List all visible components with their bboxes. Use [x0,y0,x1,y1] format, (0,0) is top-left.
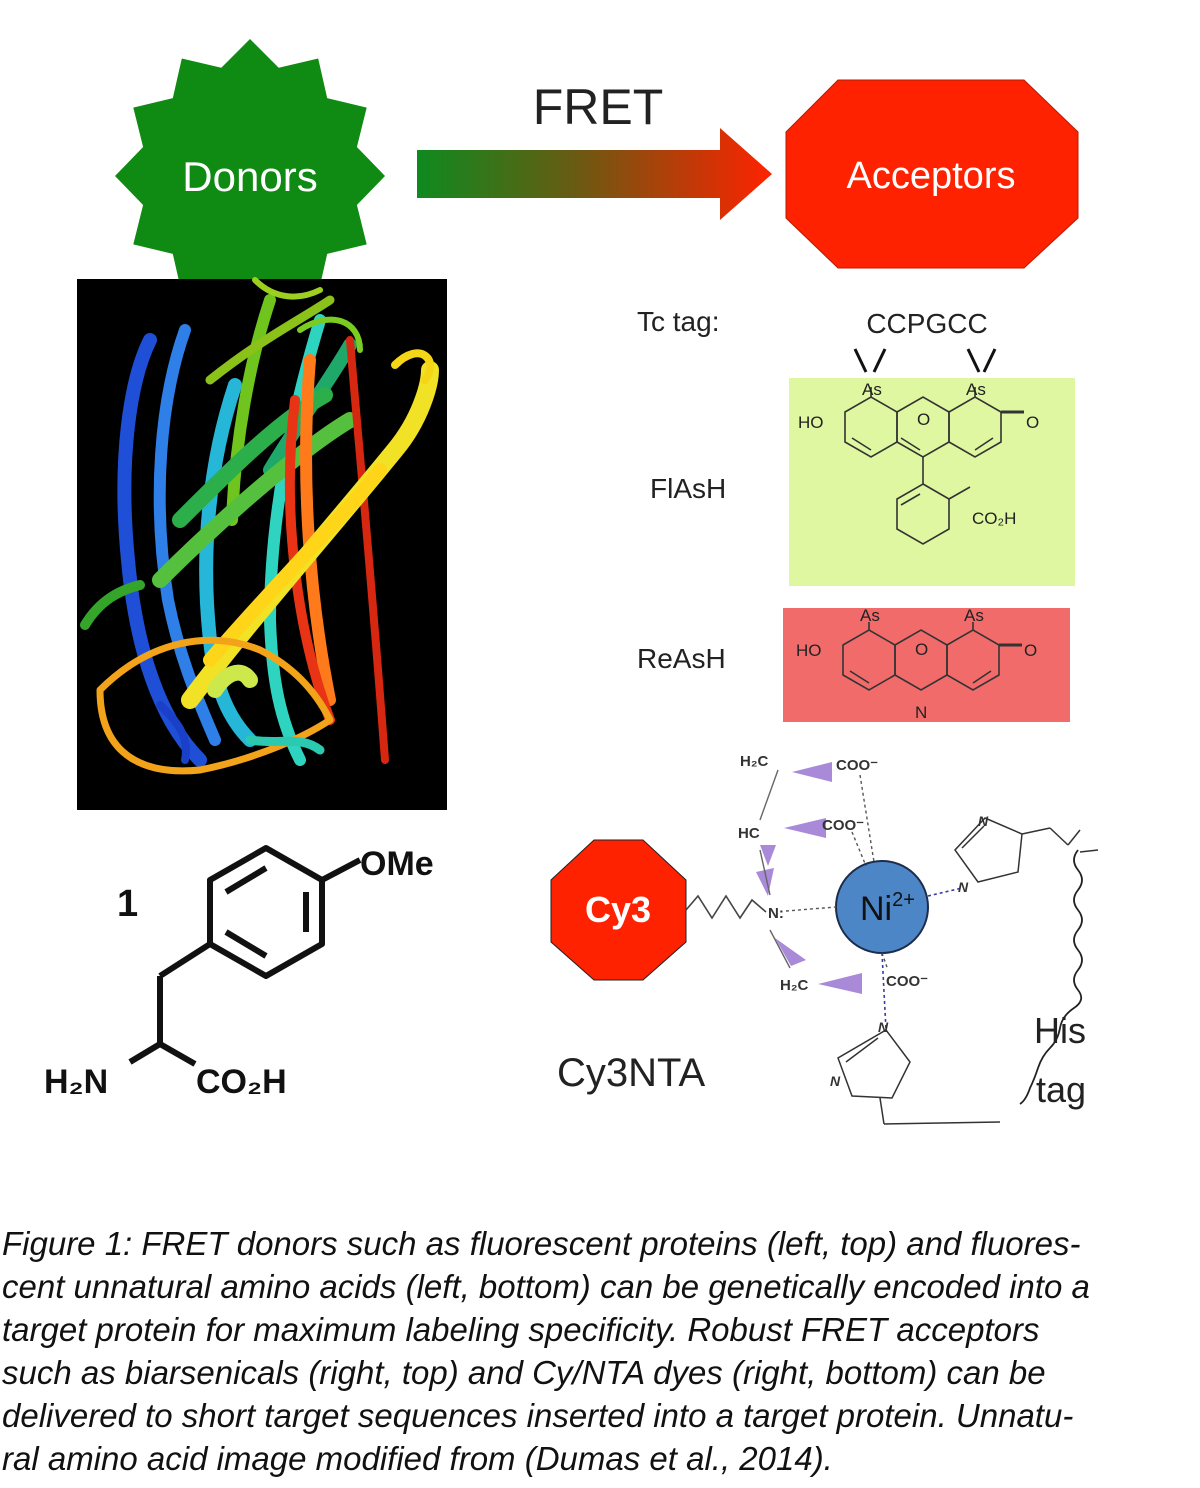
his-label: His [1034,1010,1086,1051]
co2h-label: CO₂H [196,1063,287,1101]
tag-label: tag [1036,1069,1086,1110]
reash-o-ring: O [915,640,928,659]
amino-acid-structure: 1 OMe H₂N CO₂H [44,845,434,1101]
flash-ho: HO [798,413,824,432]
donors-star-shape [115,39,385,313]
ni-label: Ni2+ [860,889,915,928]
imid-n2: N [958,879,969,895]
caption-line: such as biarsenicals (right, top) and Cy… [2,1354,1046,1391]
compound-number: 1 [117,883,138,925]
donors-badge: Donors [115,39,385,313]
h2c-top: H₂C [740,753,768,770]
flash-o-ring: O [917,410,930,429]
fret-label: FRET [533,79,664,135]
imid-n3: N [878,1019,889,1035]
donors-label: Donors [182,153,317,200]
tc-tag-row: Tc tag: CCPGCC [637,306,997,373]
flash-as-left: As [862,380,882,399]
hc: HC [738,825,760,842]
imid-n4: N [830,1073,841,1089]
cy3-octagon [550,839,687,981]
flash-background [789,378,1075,586]
flash-structure: FlAsH As As HO O O CO₂H [650,378,1075,586]
acceptors-label: Acceptors [847,155,1016,197]
caption-line: delivered to short target sequences inse… [2,1397,1074,1434]
coo-3: COO⁻ [886,973,928,990]
ome-label: OMe [360,845,434,883]
caption-line: ral amino acid image modified from (Duma… [2,1440,833,1477]
reash-as-right: As [964,606,984,625]
n-label: N: [768,905,784,922]
flash-o-keto: O [1026,413,1039,432]
flash-as-right: As [966,380,986,399]
coo-2: COO⁻ [822,817,864,834]
reash-o-keto: O [1024,641,1037,660]
cy3nta-name: Cy3NTA [557,1051,705,1095]
cy3-label: Cy3 [585,889,651,930]
h2n-label: H₂N [44,1063,108,1101]
reash-background [783,608,1070,722]
reash-structure: ReAsH As As HO O O N [637,606,1070,722]
reash-label: ReAsH [637,643,726,674]
acceptors-octagon-shape [785,79,1079,269]
caption-line: cent unnatural amino acids (left, bottom… [2,1268,1090,1305]
flash-label: FlAsH [650,473,726,504]
caption-line: Figure 1: FRET donors such as fluorescen… [2,1225,1081,1262]
reash-ho: HO [796,641,822,660]
gfp-structure-image [77,277,447,810]
his-tag-chain [1019,849,1083,1105]
tc-tag-label: Tc tag: [637,306,719,337]
tc-tag-sequence: CCPGCC [866,308,987,339]
imid-n1: N [978,813,989,829]
fret-arrow: FRET [417,79,772,220]
cy3nta-structure: Cy3 Cy3NTA Ni2+ [550,753,1099,1125]
h2c-bottom: H₂C [780,977,808,994]
caption-line: target protein for maximum labeling spec… [2,1311,1040,1348]
coo-1: COO⁻ [836,757,878,774]
reash-as-left: As [860,606,880,625]
fret-diagram: Donors FRET Acceptors [44,39,1099,1125]
reash-n-ring: N [915,703,927,722]
acceptors-badge: Acceptors [785,79,1079,269]
flash-co2h: CO₂H [972,509,1016,528]
fret-arrow-shape [417,128,772,220]
